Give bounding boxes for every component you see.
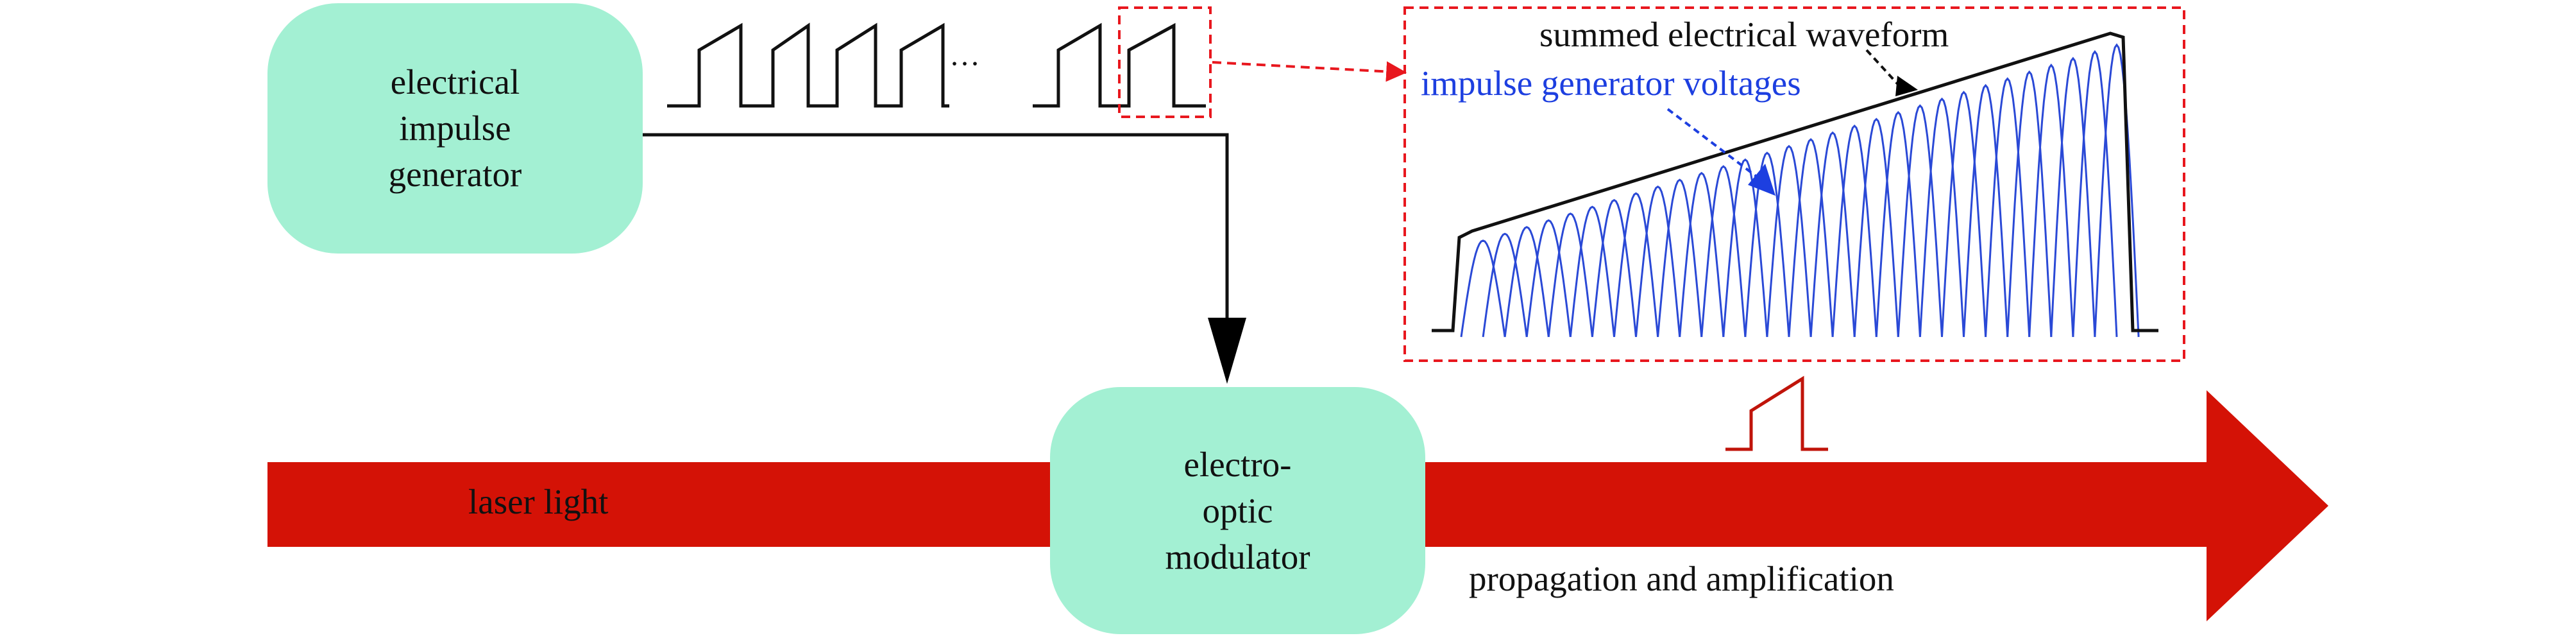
electrical-impulse-generator: electrical impulse generator (267, 3, 643, 254)
impulse-curve (1613, 192, 1659, 338)
impulse-curve (2006, 70, 2053, 338)
impulse-selection-box (1118, 6, 1212, 118)
summed-label-pointer (1865, 49, 1903, 90)
impulse-curve (1591, 199, 1637, 338)
impulse-curve (1788, 138, 1834, 338)
inset-frame (1403, 6, 2185, 362)
impulse-curve (1919, 97, 1965, 338)
generator-label-line-1: electrical (390, 62, 520, 101)
impulse-curve (1766, 144, 1812, 338)
impulse-curve (2094, 43, 2140, 338)
impulse-curve (1897, 104, 1943, 338)
summed-waveform-label: summed electrical waveform (1539, 15, 1949, 54)
impulse-curve (1985, 77, 2031, 338)
impulse-curve (1635, 185, 1681, 338)
impulse-label-pointer (1666, 108, 1762, 181)
impulse-voltages-label: impulse generator voltages (1421, 64, 1801, 103)
zoom-dashed-arrow (1212, 61, 1407, 82)
impulse-ellipsis: ··· (949, 47, 980, 81)
impulse-label-arrowhead (1748, 164, 1775, 196)
modulator-label-line-1: electro- (1183, 444, 1292, 484)
impulse-curve (1547, 212, 1593, 338)
impulse-curve (1941, 91, 1987, 338)
impulse-curve (1853, 117, 1899, 338)
electro-optic-modulator: electro- optic modulator (1050, 387, 1425, 634)
generator-label-line-2: impulse (399, 108, 511, 148)
impulse-curve (1831, 124, 1877, 338)
impulse-curve (1504, 226, 1550, 338)
impulse-curve (2050, 56, 2096, 338)
impulse-curve (1482, 232, 1528, 338)
inset-impulse-curves (1460, 43, 2140, 338)
impulse-curve (1569, 205, 1615, 338)
modulator-label-line-2: optic (1202, 490, 1273, 530)
modulator-label-line-3: modulator (1165, 537, 1310, 576)
output-pulse-icon (1725, 375, 1828, 451)
impulse-train (667, 22, 1206, 108)
impulse-curve (1722, 158, 1768, 338)
impulse-curve (2028, 64, 2074, 338)
generator-label-line-3: generator (388, 155, 522, 194)
summed-waveform-envelope (1432, 31, 2158, 332)
impulse-curve (1460, 239, 1506, 338)
summed-label-arrowhead (1895, 76, 1918, 96)
impulse-curve (1875, 110, 1921, 338)
impulse-curve (2072, 49, 2118, 338)
propagation-label: propagation and amplification (1469, 559, 1894, 598)
down-arrowhead (1208, 318, 1246, 384)
impulse-curve (1700, 165, 1747, 338)
generator-to-modulator-line (641, 133, 1229, 324)
impulse-curve (1679, 171, 1725, 338)
impulse-curve (1744, 151, 1790, 338)
impulse-curve (1809, 131, 1856, 338)
impulse-curve (1963, 83, 2009, 338)
impulse-curve (1525, 219, 1572, 338)
laser-light-label: laser light (468, 482, 609, 521)
impulse-curve (1657, 178, 1703, 338)
